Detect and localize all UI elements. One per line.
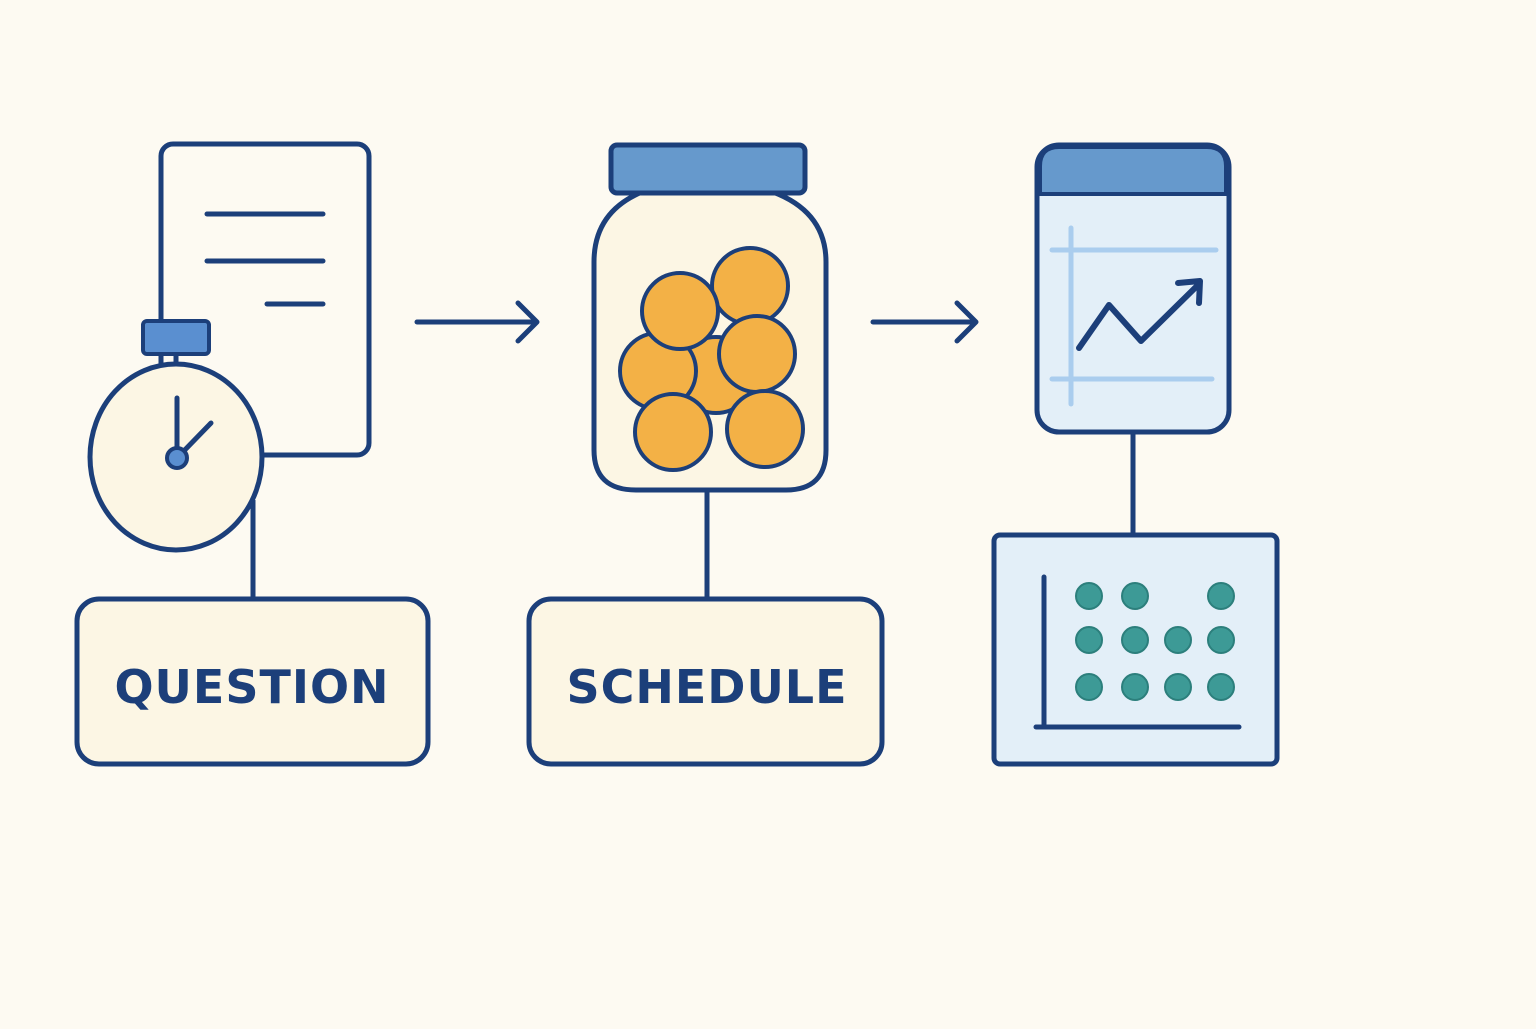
trend-line bbox=[1076, 281, 1202, 351]
arrow-1-icon bbox=[414, 300, 540, 344]
line-chart-window-icon bbox=[1034, 142, 1232, 435]
document-stopwatch-icon bbox=[87, 141, 372, 553]
jar-lid bbox=[608, 142, 808, 196]
plot-dot bbox=[1121, 673, 1149, 701]
question-label: QUESTION bbox=[114, 660, 389, 714]
plot-dot bbox=[1075, 626, 1103, 654]
plot-dot bbox=[1164, 626, 1192, 654]
plot-dot bbox=[1207, 626, 1235, 654]
plot-dot bbox=[1075, 673, 1103, 701]
trend-arrowhead bbox=[1175, 278, 1203, 306]
jar-of-balls-icon bbox=[591, 142, 829, 493]
ball bbox=[725, 389, 805, 469]
stopwatch-button bbox=[141, 319, 211, 356]
plot-dot bbox=[1164, 673, 1192, 701]
chart-window-titlebar bbox=[1038, 145, 1228, 196]
dot-matrix-plot-icon bbox=[991, 532, 1280, 767]
schedule-label: SCHEDULE bbox=[566, 660, 847, 714]
orange-balls bbox=[618, 246, 805, 472]
ball bbox=[640, 271, 720, 351]
stopwatch-pivot bbox=[165, 446, 189, 470]
ball bbox=[710, 246, 790, 326]
ball bbox=[717, 314, 797, 394]
plot-dot bbox=[1121, 626, 1149, 654]
plot-dot bbox=[1121, 582, 1149, 610]
plot-dot bbox=[1075, 582, 1103, 610]
schedule-label-box: SCHEDULE bbox=[526, 596, 885, 767]
ball bbox=[633, 392, 713, 472]
plot-dot bbox=[1207, 582, 1235, 610]
arrow-2-icon bbox=[870, 300, 979, 344]
question-label-box: QUESTION bbox=[74, 596, 431, 767]
plot-dots bbox=[1075, 582, 1235, 701]
plot-dot bbox=[1207, 673, 1235, 701]
